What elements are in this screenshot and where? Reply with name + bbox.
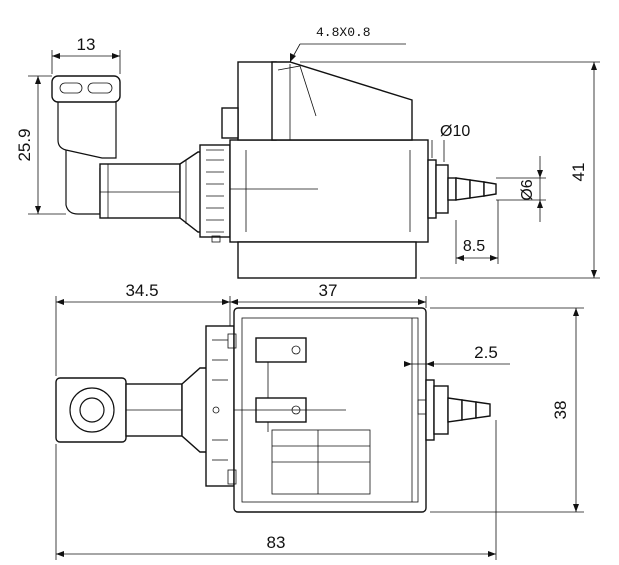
outlet-barb-top xyxy=(427,159,497,219)
dim-label-body-height: 38 xyxy=(551,401,570,420)
dim-label-overall-height: 41 xyxy=(569,163,588,182)
coupling-bottom xyxy=(205,325,235,487)
dim-label-overall-length: 83 xyxy=(267,533,286,552)
callout-terminal-spec: 4.8X0.8 xyxy=(289,25,406,63)
inlet-fitting-bottom xyxy=(55,367,211,453)
outlet-barb-bottom xyxy=(425,379,491,441)
threaded-coupling xyxy=(199,144,231,243)
dim-connector-width: 13 xyxy=(51,35,121,74)
top-view: 13 25.9 4.8X0.8 Ø10 xyxy=(15,25,600,279)
dim-label-offset: 2.5 xyxy=(474,343,498,362)
dim-inlet-length: 34.5 xyxy=(55,281,231,376)
dim-outlet-length: 8.5 xyxy=(455,200,499,264)
dim-label-inlet-length: 34.5 xyxy=(125,281,158,300)
dim-label-outlet-length: 8.5 xyxy=(463,238,485,255)
pump-body-top xyxy=(221,61,429,279)
dim-label-connector-height: 25.9 xyxy=(15,128,34,161)
pump-body-bottom xyxy=(227,307,427,513)
dim-label-connector-width: 13 xyxy=(77,35,96,54)
dim-label-hose-diameter: Ø6 xyxy=(519,179,536,200)
dim-label-body-length: 37 xyxy=(319,281,338,300)
dim-overall-length: 83 xyxy=(55,420,497,560)
dim-label-outlet-diameter: Ø10 xyxy=(440,123,470,140)
dim-body-height: 38 xyxy=(430,307,584,513)
dim-outlet-diameter: Ø10 xyxy=(431,123,470,162)
dim-hose-diameter: Ø6 xyxy=(496,156,546,222)
dim-connector-height: 25.9 xyxy=(15,75,66,215)
inlet-elbow-connector xyxy=(51,75,181,219)
dim-offset: 2.5 xyxy=(404,343,510,367)
bottom-view: 34.5 37 2.5 38 xyxy=(55,281,584,560)
dim-overall-height: 41 xyxy=(300,61,600,279)
dim-label-terminal-spec: 4.8X0.8 xyxy=(316,25,371,40)
dim-body-length: 37 xyxy=(230,281,427,308)
